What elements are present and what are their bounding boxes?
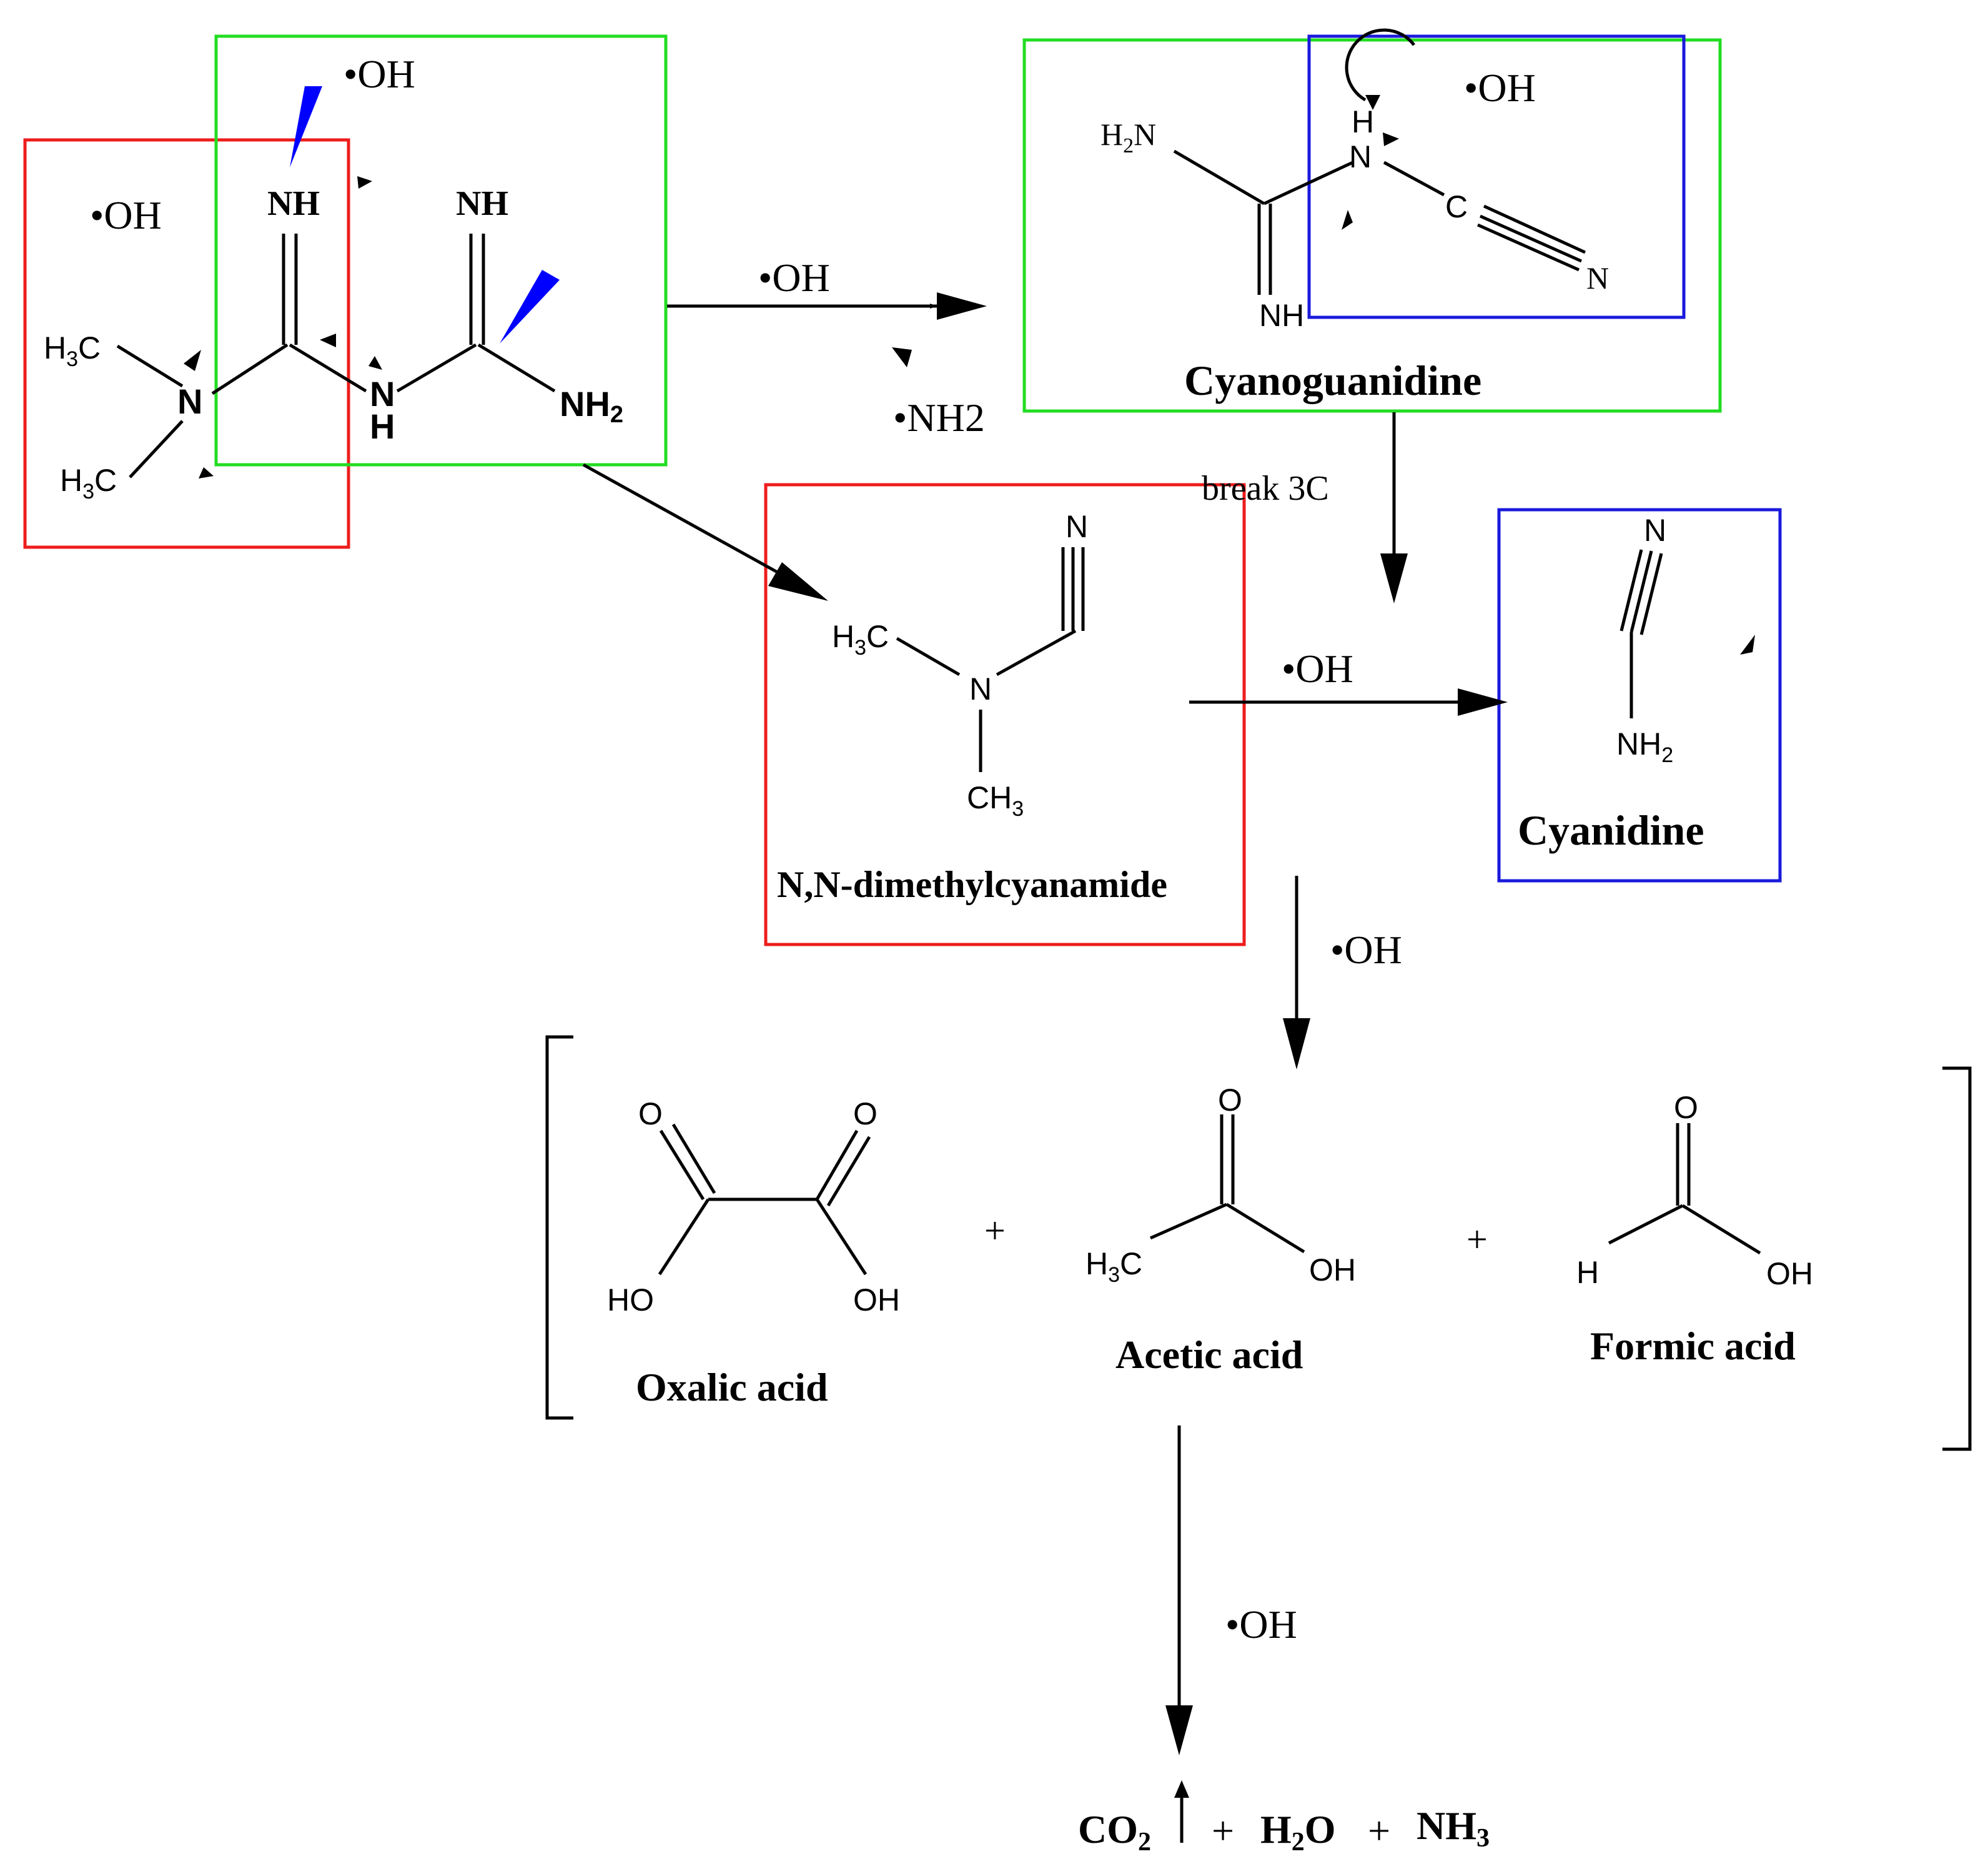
- oxalic-acid-structure: [658, 1123, 871, 1276]
- metformin-methyl-bottom: H3C: [60, 463, 117, 503]
- dmc-amine-n: N: [969, 672, 992, 706]
- co2-gas-arrowhead: [1174, 1780, 1189, 1798]
- cyanoguanidine-nitrile-n: N: [1586, 260, 1609, 295]
- attack-arrowheads-metformin: [184, 176, 382, 478]
- metformin-methyl-top: H3C: [44, 330, 101, 371]
- acetic-acid-structure: [1149, 1114, 1305, 1254]
- metformin-imine-nh-left: NH: [267, 184, 320, 223]
- acetic-o: O: [1218, 1083, 1242, 1118]
- right-bracket: [1942, 1066, 1972, 1451]
- radical-oh-arrow-final: •OH: [1225, 1602, 1297, 1647]
- product-co2: CO2: [1078, 1807, 1151, 1857]
- blue-box-cyanidine: [1497, 508, 1782, 883]
- label-dimethylcyanamide: N,N-dimethylcyanamide: [777, 864, 1167, 905]
- radical-oh-arrow-dmc: •OH: [1282, 647, 1353, 691]
- cyanoguanidine-structure: [1173, 28, 1586, 295]
- label-cyanoguanidine: Cyanoguanidine: [1184, 357, 1481, 404]
- cyanoguanidine-imine-nh: NH: [1259, 298, 1304, 333]
- oxalic-ho: HO: [607, 1282, 654, 1317]
- dmc-methyl-ch3: CH3: [967, 780, 1024, 821]
- label-acetic-acid: Acetic acid: [1115, 1332, 1303, 1377]
- formic-oh: OH: [1766, 1256, 1813, 1291]
- metformin-amine-n: N: [177, 382, 202, 421]
- metformin-imine-nh-right: NH: [456, 184, 508, 223]
- acetic-h3c: H3C: [1085, 1246, 1142, 1287]
- radical-nh2-leaving: •NH2: [893, 395, 985, 440]
- red-box-dimethylcyanamide: [764, 483, 1246, 946]
- cyanoguanidine-c: C: [1445, 189, 1468, 224]
- product-nh3: NH3: [1417, 1803, 1490, 1853]
- attack-arrowhead-cyanidine: [1740, 635, 1755, 655]
- label-cyanidine: Cyanidine: [1518, 806, 1704, 854]
- blue-wedge-lower: [500, 270, 560, 344]
- break-3c-label: break 3C: [1202, 469, 1329, 508]
- arrow-metformin-to-dimethylcyanamide: [582, 463, 794, 583]
- blue-box-cyanoguanidine-nitrile: [1307, 34, 1686, 319]
- cyanidine-structure: [1620, 549, 1663, 718]
- oxalic-o-right: O: [853, 1096, 878, 1131]
- formic-h: H: [1576, 1255, 1599, 1290]
- dmc-methyl-h3c: H3C: [832, 619, 889, 660]
- metformin-bridge-h: H: [370, 407, 395, 446]
- radical-oh-metformin-left: •OH: [90, 193, 162, 237]
- product-h2o: H2O: [1260, 1807, 1336, 1857]
- dmc-nitrile-n: N: [1066, 509, 1088, 544]
- oxalic-oh: OH: [853, 1282, 900, 1317]
- blue-wedge-upper: [290, 86, 322, 167]
- green-box-metformin-core: [214, 34, 668, 467]
- nh2-leaving-arrowhead: [892, 347, 912, 367]
- left-bracket: [545, 1035, 573, 1420]
- radical-oh-cyanoguanidine: •OH: [1464, 66, 1536, 110]
- cyanidine-nitrile-n: N: [1644, 513, 1666, 548]
- formic-acid-structure: [1608, 1123, 1761, 1255]
- metformin-amino-nh2: NH2: [560, 384, 623, 428]
- attack-arrowheads-cyanoguanidine: [1342, 95, 1399, 230]
- plus-co2-h2o: +: [1212, 1808, 1234, 1853]
- cyanoguanidine-h2n: H2N: [1100, 117, 1156, 157]
- cyanidine-nh2: NH2: [1616, 726, 1673, 767]
- reaction-arrows: [582, 292, 1508, 1755]
- red-box-metformin-dimethyl: [23, 138, 350, 549]
- radical-oh-arrow-1: •OH: [758, 255, 830, 300]
- plus-h2o-nh3: +: [1368, 1808, 1390, 1853]
- radical-oh-metformin-top: •OH: [344, 52, 415, 96]
- plus-acetic-formic: +: [1466, 1219, 1488, 1260]
- green-box-cyanoguanidine: [1022, 38, 1722, 413]
- cyanoguanidine-n: N: [1349, 139, 1372, 174]
- radical-oh-arrow-acids: •OH: [1330, 928, 1402, 972]
- metformin-structure: [116, 234, 556, 478]
- dimethylcyanamide-structure: [896, 547, 1085, 772]
- label-oxalic-acid: Oxalic acid: [636, 1365, 828, 1409]
- label-formic-acid: Formic acid: [1590, 1324, 1796, 1368]
- formic-o: O: [1674, 1090, 1698, 1125]
- cyanoguanidine-h: H: [1352, 104, 1374, 139]
- metformin-bridge-n: N: [370, 374, 395, 414]
- acetic-oh: OH: [1309, 1252, 1356, 1287]
- oxalic-o-left: O: [638, 1096, 663, 1131]
- plus-oxalic-acetic: +: [984, 1210, 1006, 1251]
